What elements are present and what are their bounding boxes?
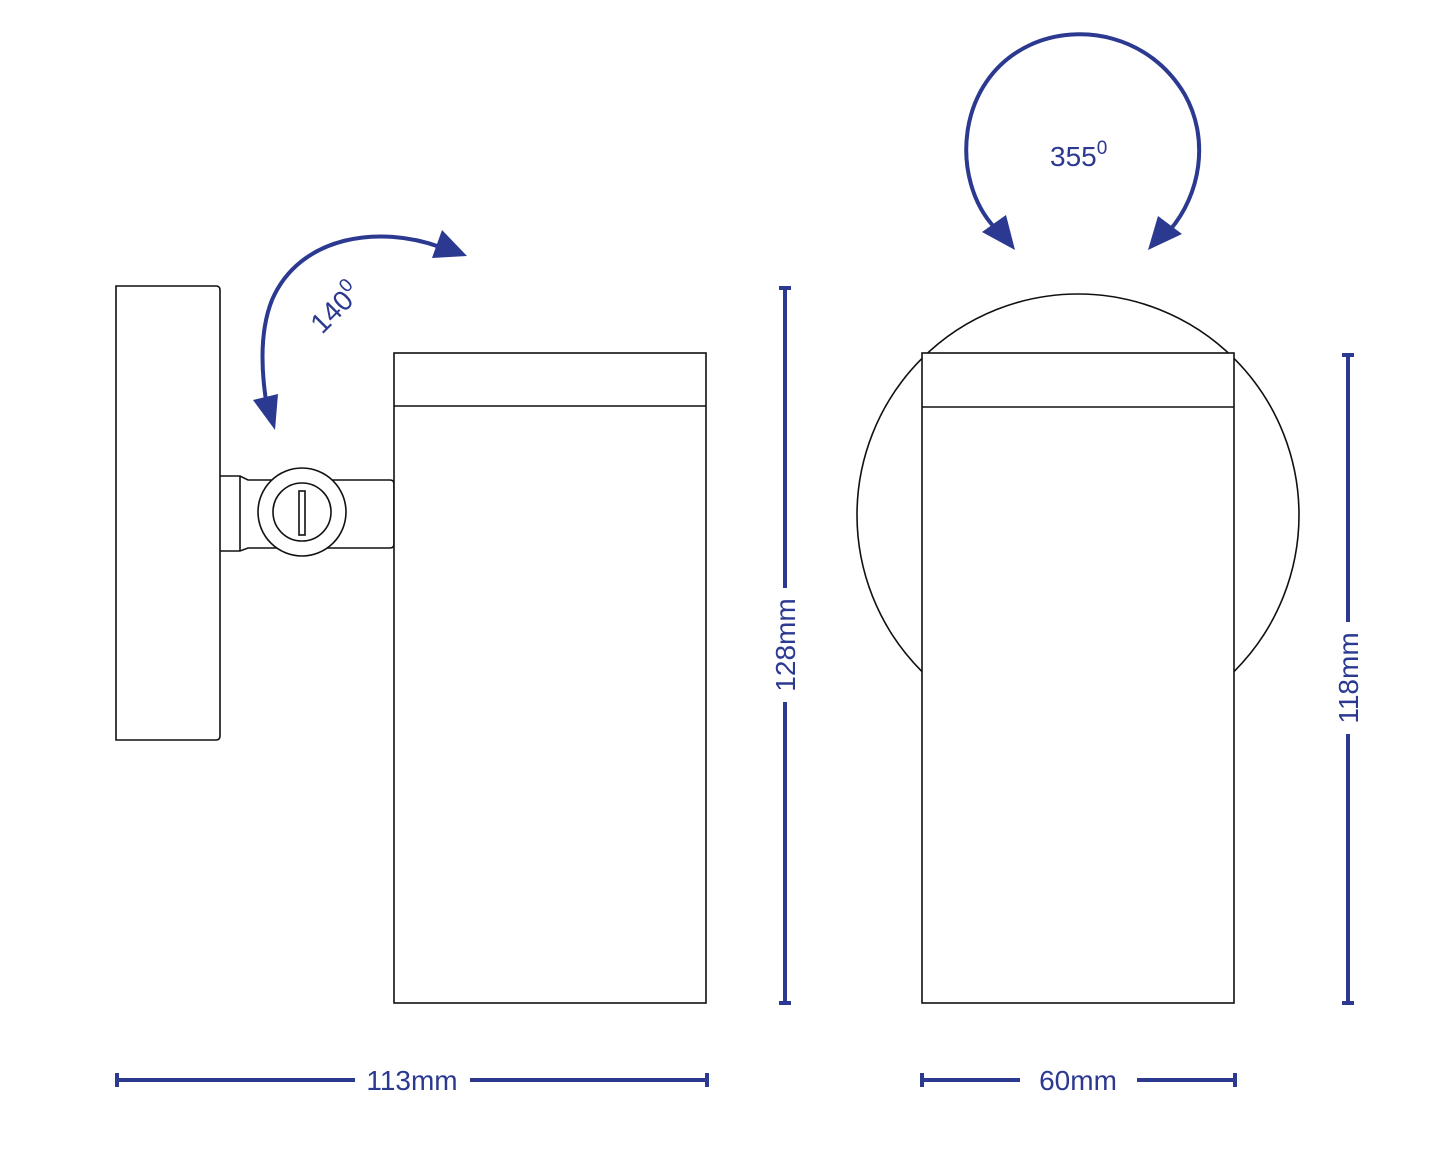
arrowhead-icon [432,230,467,258]
lamp-body-front [921,352,1235,1004]
knob-inner [272,482,332,542]
lamp-body-side [393,352,707,1004]
front-view [856,293,1300,1004]
width-dimension-side [115,1073,709,1087]
rotation-angle-indicator: 3550 [964,32,1202,250]
knob-slot [298,490,306,536]
arrowhead-icon [253,394,278,430]
tilt-arc-arrow [260,234,441,413]
height-label-front: 118mm [1333,632,1364,723]
height-dimension-front [1342,353,1354,1005]
knob-outer [257,467,347,557]
arrowhead-icon [1148,216,1182,250]
height-label-side: 128mm [770,598,801,691]
arrowhead-icon [982,215,1015,250]
tilt-angle-label: 1400 [302,275,367,340]
side-view [115,285,707,1004]
width-label-side: 113mm [366,1065,457,1096]
rotation-angle-label: 3550 [1050,138,1107,172]
rotation-arc-arrow [964,32,1202,232]
width-label-front: 60mm [1039,1065,1117,1096]
height-dimension-side [779,286,791,1005]
wall-plate [115,285,221,741]
width-dimension-front [920,1073,1237,1087]
